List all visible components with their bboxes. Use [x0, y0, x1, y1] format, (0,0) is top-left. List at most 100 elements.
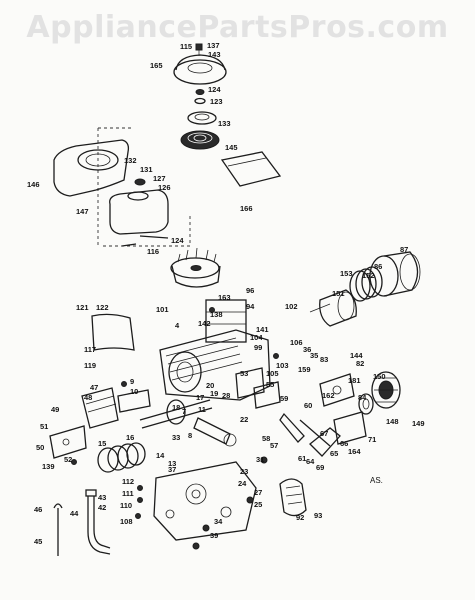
callout-43: 43	[98, 493, 107, 502]
callout-164: 164	[348, 447, 361, 456]
bearing-150	[371, 371, 401, 409]
callout-52: 52	[64, 455, 73, 464]
callout-61: 61	[298, 454, 307, 463]
callout-126: 126	[158, 183, 171, 192]
callout-162: 162	[322, 391, 335, 400]
callout-163: 163	[218, 293, 231, 302]
callout-39: 39	[210, 531, 219, 540]
watermark: AppliancePartsPros.com	[26, 10, 449, 45]
callout-102: 102	[285, 302, 298, 311]
callout-13: 13	[168, 459, 177, 468]
crankshaft-17	[139, 399, 213, 429]
callout-22: 22	[240, 415, 249, 424]
callout-119: 119	[84, 361, 97, 370]
callout-110: 110	[120, 501, 133, 510]
fuel-valve-92	[279, 478, 307, 517]
baffle-117	[91, 313, 135, 351]
callout-19: 19	[210, 389, 219, 398]
callout-137: 137	[207, 41, 220, 50]
seal-148	[358, 393, 374, 415]
callout-152: 152	[362, 271, 375, 280]
callout-4: 4	[175, 321, 180, 330]
callout-142: 142	[198, 319, 211, 328]
callout-181: 181	[348, 376, 361, 385]
cover-plate-71	[333, 411, 367, 445]
callout-64: 64	[306, 457, 315, 466]
callout-117: 117	[84, 345, 97, 354]
callout-57: 57	[270, 441, 279, 450]
callout-106: 106	[290, 338, 303, 347]
callout-103: 103	[276, 361, 289, 370]
throttle-bracket-49	[49, 425, 87, 459]
callout-133: 133	[218, 119, 231, 128]
callout-104: 104	[250, 333, 263, 342]
callout-159: 159	[298, 365, 311, 374]
callout-143: 143	[208, 50, 221, 59]
cylinder-block	[159, 299, 271, 401]
gaskets-15	[97, 442, 146, 473]
small-fasteners	[71, 307, 279, 550]
callout-53: 53	[240, 369, 249, 378]
callout-145: 145	[225, 143, 238, 152]
callout-8: 8	[188, 431, 193, 440]
piston-151	[309, 289, 357, 327]
callout-82: 82	[356, 359, 365, 368]
callout-146: 146	[27, 180, 40, 189]
callout-59: 59	[280, 394, 289, 403]
callout-141: 141	[256, 325, 269, 334]
callout-144: 144	[350, 351, 363, 360]
callout-42: 42	[98, 503, 107, 512]
callout-15: 15	[98, 439, 107, 448]
callout-67: 67	[320, 429, 329, 438]
callout-108: 108	[120, 517, 133, 526]
callout-10: 10	[130, 387, 139, 396]
callout-17: 17	[196, 393, 205, 402]
callout-44: 44	[70, 509, 79, 518]
callout-66: 66	[340, 439, 349, 448]
callout-28: 28	[222, 391, 231, 400]
callout-131: 131	[140, 165, 153, 174]
callout-96: 96	[246, 286, 255, 295]
callout-111: 111	[122, 489, 134, 498]
callout-51: 51	[40, 422, 49, 431]
callout-24: 24	[238, 479, 247, 488]
callout-153: 153	[340, 269, 353, 278]
callout-31: 31	[256, 455, 265, 464]
callout-149: 149	[412, 419, 425, 428]
callout-36: 36	[303, 345, 312, 354]
reed-valve-162	[319, 373, 355, 407]
shroud-146	[53, 139, 130, 197]
callout-58: 58	[262, 434, 271, 443]
callout-49: 49	[51, 405, 60, 414]
carburetor-47	[81, 387, 151, 429]
governor-linkage-60	[279, 412, 341, 457]
callout-50: 50	[36, 443, 45, 452]
callout-92: 92	[296, 513, 305, 522]
callout-35: 35	[310, 351, 319, 360]
callout-150: 150	[373, 372, 386, 381]
callout-116: 116	[147, 247, 160, 256]
callout-151: 151	[332, 289, 345, 298]
callout-14: 14	[156, 451, 165, 460]
drawing-note: AS.	[370, 476, 383, 485]
callout-20: 20	[206, 381, 215, 390]
callout-23: 23	[240, 467, 249, 476]
callout-147: 147	[76, 207, 89, 216]
callout-83: 83	[320, 355, 329, 364]
callout-9: 9	[130, 377, 135, 386]
callout-121: 121	[76, 303, 89, 312]
callout-127: 127	[153, 174, 166, 183]
callout-115: 115	[180, 42, 193, 51]
callout-33: 33	[172, 433, 181, 442]
callout-46: 46	[34, 505, 43, 514]
callout-139: 139	[42, 462, 55, 471]
callout-11: 11	[198, 405, 206, 414]
callout-132: 132	[124, 156, 137, 165]
callout-166: 166	[240, 204, 253, 213]
callout-69: 69	[316, 463, 325, 472]
starter-housing-165	[173, 43, 227, 85]
callout-16: 16	[126, 433, 135, 442]
callout-87: 87	[400, 245, 409, 254]
